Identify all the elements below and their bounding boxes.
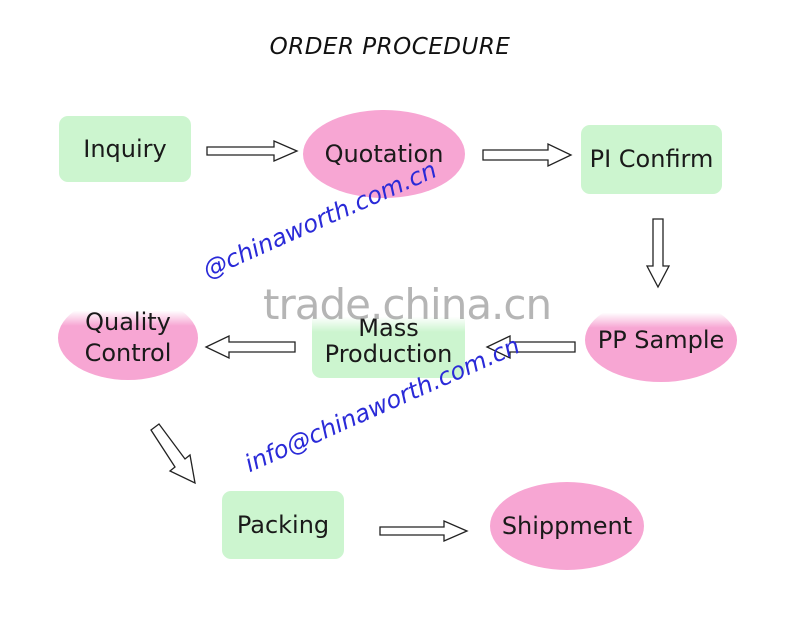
arrow-mass-production-to-quality-control	[204, 334, 296, 360]
node-mass-production: Mass Production	[306, 298, 471, 378]
arrow-pp-sample-to-mass-production	[485, 334, 576, 360]
node-shipment: Shippment	[490, 482, 644, 570]
node-pp-sample-label: PP Sample	[597, 325, 725, 354]
node-mass-production-label-line1: Mass	[358, 314, 419, 342]
arrow-packing-to-shipment	[379, 520, 469, 542]
node-quality-control: Quality Control	[52, 292, 204, 380]
node-inquiry-label: Inquiry	[83, 134, 167, 163]
arrow-pi-confirm-to-pp-sample	[645, 218, 671, 289]
arrow-quality-control-to-packing	[150, 423, 196, 485]
node-inquiry: Inquiry	[59, 116, 191, 182]
node-pi-confirm: PI Confirm	[581, 125, 722, 194]
diagram-title: ORDER PROCEDURE	[269, 34, 511, 60]
node-packing: Packing	[222, 491, 344, 559]
node-packing-label: Packing	[236, 510, 330, 539]
arrow-quotation-to-pi-confirm	[482, 142, 573, 168]
node-shipment-label: Shippment	[501, 511, 633, 540]
node-pp-sample: PP Sample	[579, 294, 743, 382]
node-mass-production-label-line2: Production	[324, 340, 453, 368]
node-pi-confirm-label: PI Confirm	[589, 145, 714, 173]
watermark-trade-site: trade.china.cn	[263, 280, 552, 329]
node-quality-control-label-line2: Control	[84, 339, 172, 367]
arrow-inquiry-to-quotation	[206, 140, 299, 162]
node-quotation: Quotation	[303, 110, 465, 198]
node-quotation-label: Quotation	[324, 139, 444, 168]
node-quality-control-label-line1: Quality	[85, 308, 171, 336]
